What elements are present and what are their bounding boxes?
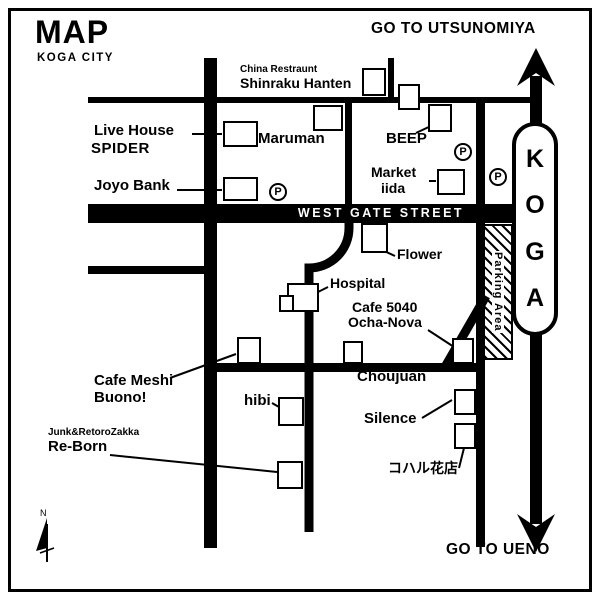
map-subtitle: KOGA CITY	[37, 52, 114, 64]
label-cafe-meshi: Cafe Meshi	[94, 372, 174, 389]
label-choujuan: Choujuan	[357, 368, 427, 385]
label-silence: Silence	[364, 410, 417, 427]
label-buono: Buono!	[94, 389, 147, 406]
direction-utsunomiya: GO TO UTSUNOMIYA	[371, 20, 536, 37]
building-shinraku-hanten	[362, 68, 386, 96]
label-junk-zakka: Junk&RetoroZakka	[48, 427, 140, 438]
label-spider: SPIDER	[91, 140, 150, 157]
building-market-iida	[437, 169, 465, 195]
building-buono	[237, 337, 261, 364]
road-left-horizontal	[88, 266, 206, 274]
label-hibi: hibi	[244, 392, 271, 409]
label-reborn: Re-Born	[48, 438, 108, 455]
label-shinraku-hanten: Shinraku Hanten	[240, 75, 352, 91]
label-koharu: コハル花店	[388, 460, 458, 476]
compass-n-label: N	[40, 508, 47, 518]
station-letter-a: A	[525, 283, 545, 312]
building-hibi	[278, 397, 304, 426]
building-choujuan	[343, 341, 363, 364]
label-flower: Flower	[397, 246, 443, 262]
building-koharu	[454, 423, 476, 449]
label-cafe5040-line2: Ocha-Nova	[348, 314, 422, 330]
building-reborn	[277, 461, 303, 489]
station-letter-g: G	[525, 237, 545, 266]
road-main-vertical	[204, 58, 217, 548]
station-letter-k: K	[525, 145, 545, 174]
building-silence	[454, 389, 476, 415]
parking-p-letter: P	[459, 146, 467, 158]
building-cafe5040	[452, 338, 474, 364]
label-west-gate-street: WEST GATE STREET	[297, 206, 465, 220]
koga-station: K O G A	[512, 122, 558, 336]
label-china-restraunt: China Restraunt	[240, 64, 318, 75]
label-joyo-bank: Joyo Bank	[94, 177, 170, 194]
building-flower	[361, 223, 388, 253]
label-beep: BEEP	[386, 130, 427, 147]
building-hospital-annex	[279, 295, 294, 312]
building-maruman	[313, 105, 343, 131]
building-beep	[428, 104, 452, 132]
station-letter-o: O	[525, 191, 545, 220]
label-live-house: Live House	[94, 122, 175, 139]
label-cafe5040-line1: Cafe 5040	[352, 299, 418, 315]
road-west-gate-street	[88, 204, 516, 223]
parking-p-icon: P	[489, 168, 507, 186]
label-iida: iida	[381, 180, 406, 196]
parking-p-icon: P	[454, 143, 472, 161]
direction-ueno: GO TO UENO	[446, 541, 550, 558]
parking-area: Parking Area	[483, 224, 513, 360]
road-short-vertical	[345, 97, 352, 209]
label-hospital: Hospital	[330, 275, 386, 291]
parking-area-label: Parking Area	[492, 251, 504, 333]
map-title: MAP	[35, 14, 110, 50]
building-spider	[223, 121, 258, 147]
parking-p-icon: P	[269, 183, 287, 201]
label-market: Market	[371, 164, 417, 180]
building-box-top	[398, 84, 420, 110]
building-joyo-bank	[223, 177, 258, 201]
parking-p-letter: P	[274, 186, 282, 198]
road-north-stub	[388, 58, 394, 100]
parking-p-letter: P	[494, 171, 502, 183]
map-border-frame	[8, 8, 592, 592]
label-maruman: Maruman	[258, 130, 325, 147]
road-mid-horizontal	[210, 363, 484, 372]
road-top-horizontal	[88, 97, 538, 103]
